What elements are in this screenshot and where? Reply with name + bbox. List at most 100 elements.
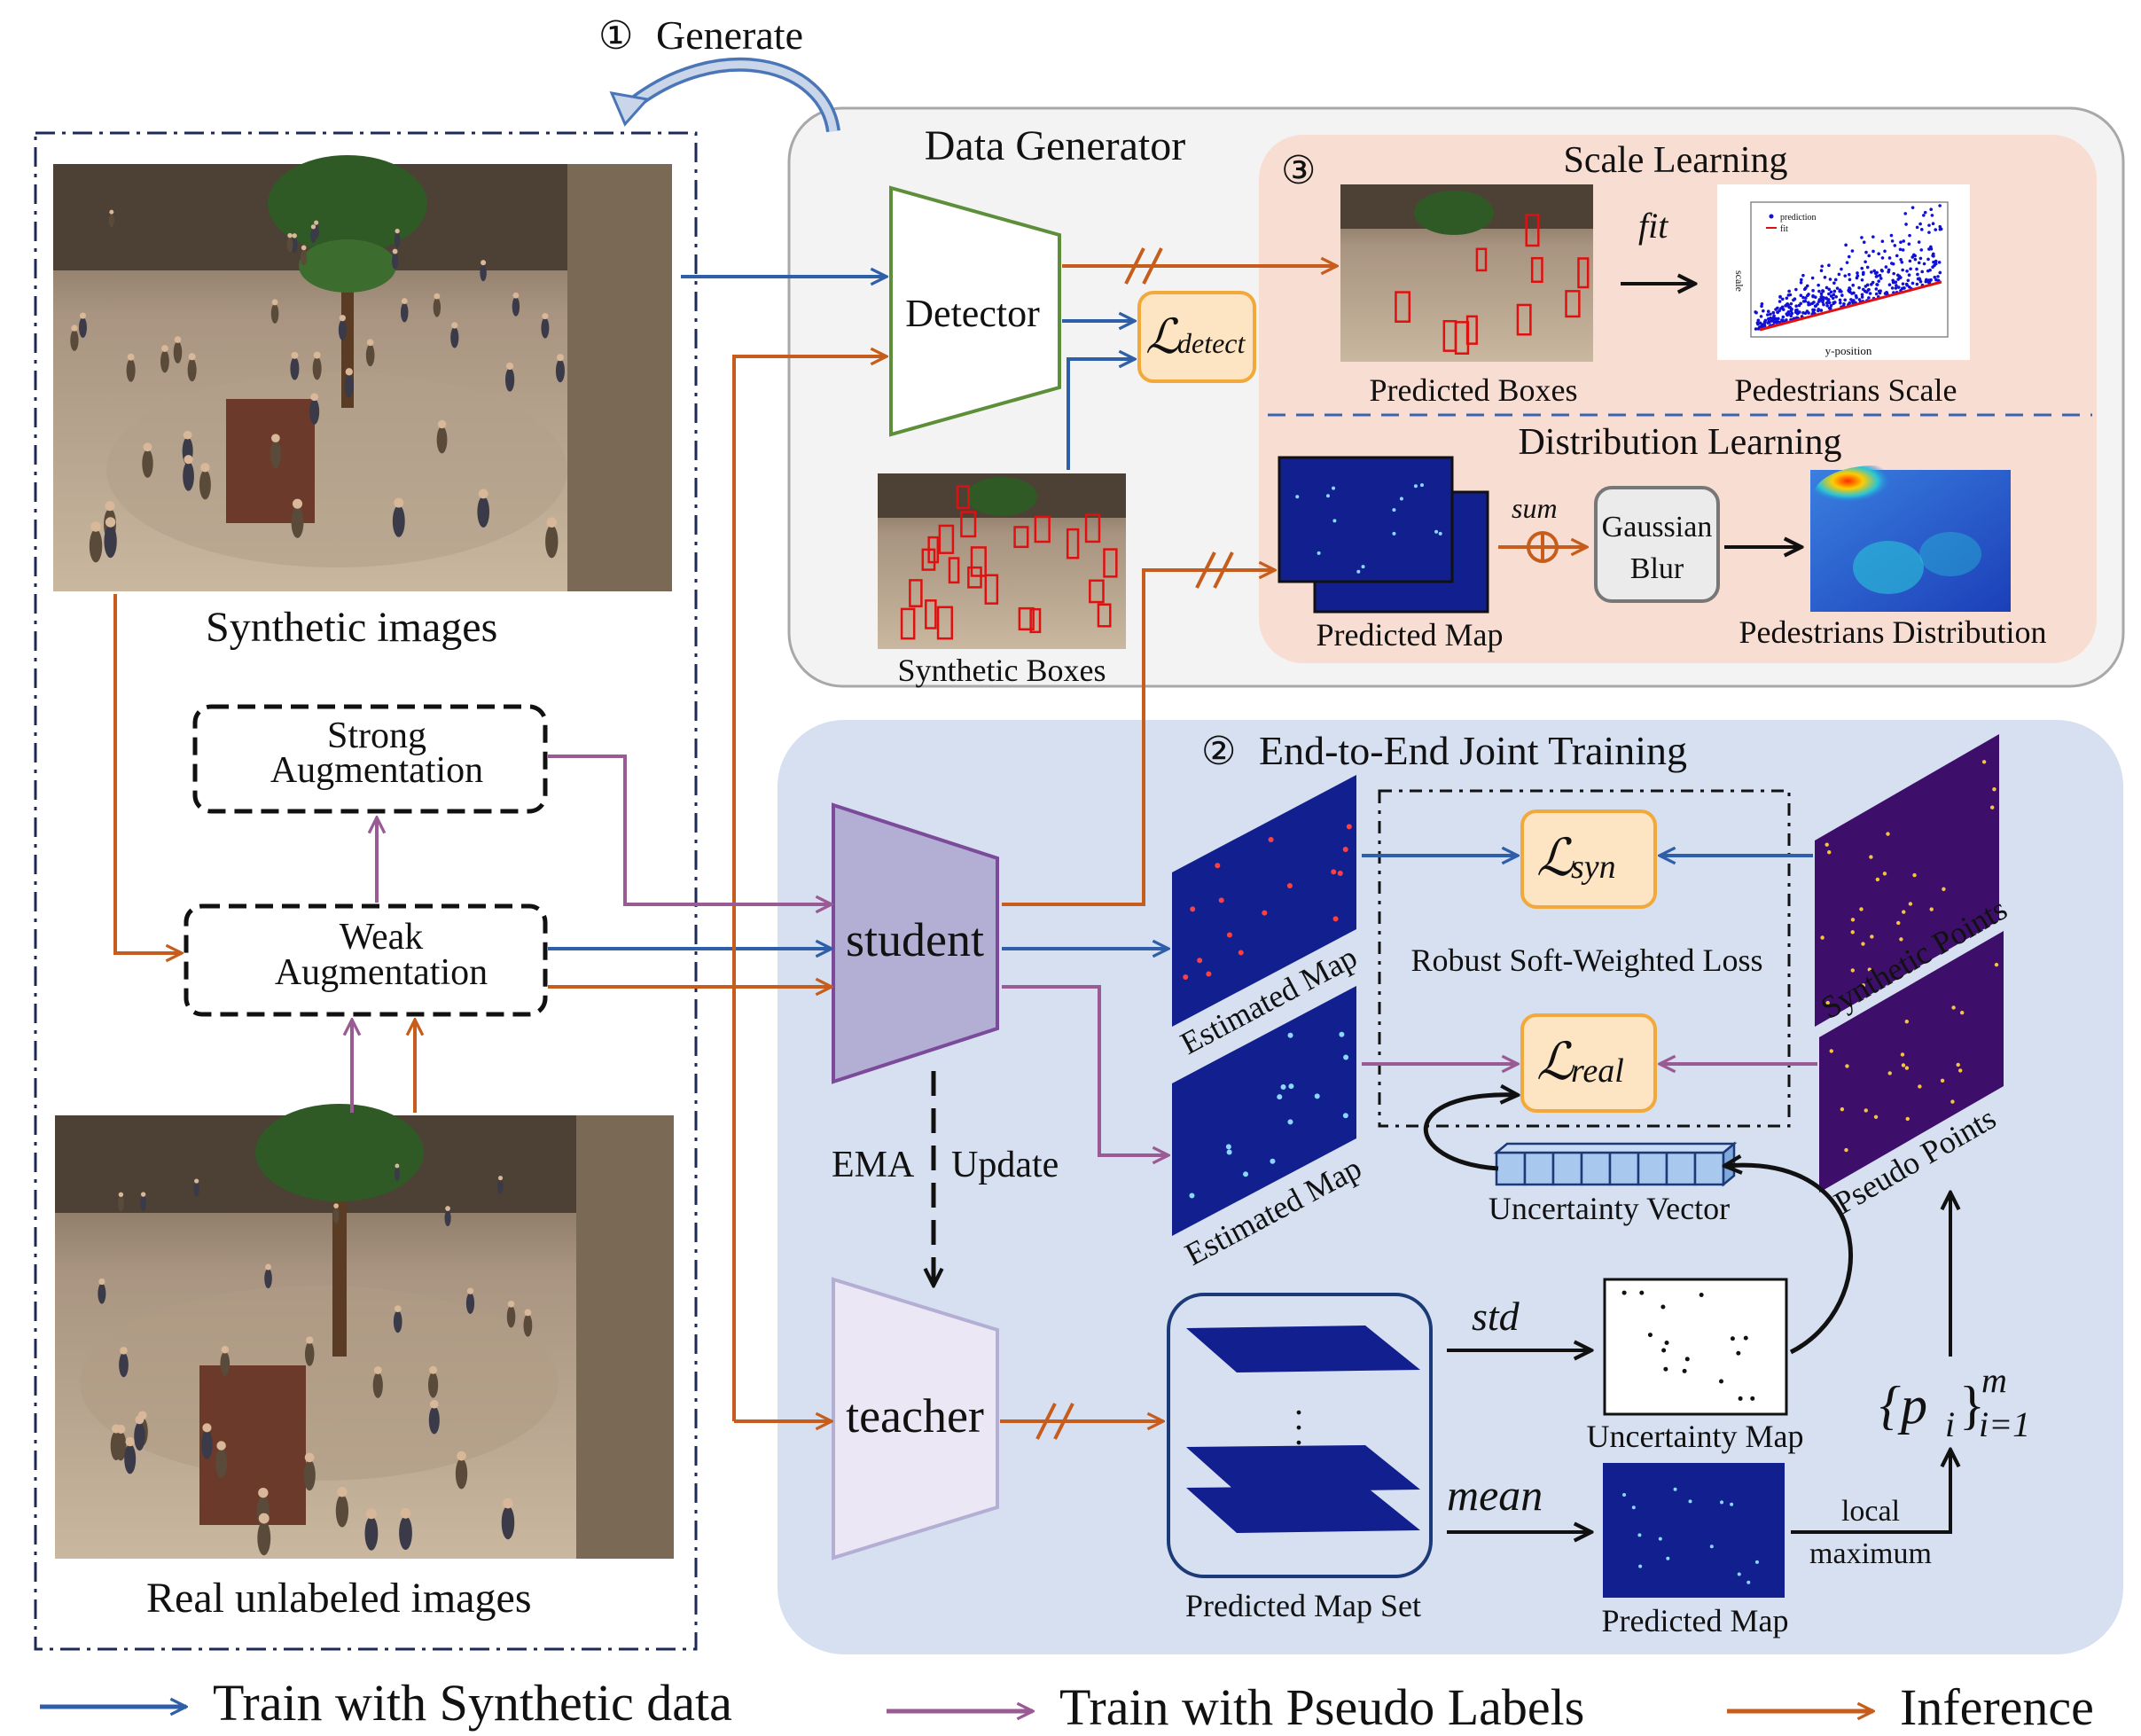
map-point [1844,1147,1848,1153]
scatter-point [1814,304,1817,308]
points-set-formula: {p i } m i=1 [1879,1360,2030,1444]
scatter-point [1877,279,1880,283]
pedestrian-figure [270,303,279,324]
scatter-point [1760,304,1763,309]
pedestrian-figure [523,1314,533,1337]
scatter-point [1819,292,1824,296]
scatter-point [1786,293,1791,297]
map-point [1684,1357,1690,1362]
scatter-point [1931,222,1935,226]
local-max-line1: local [1841,1495,1900,1528]
scatter-point [1797,303,1801,308]
map-point [1867,967,1872,972]
strong-aug-line1: Strong [327,716,426,756]
scatter-point [1814,295,1817,299]
scatter-point [1864,250,1868,254]
scatter-point [1838,301,1842,305]
map-point [1287,1032,1293,1038]
pedestrian-figure [310,228,316,244]
scatter-point [1774,317,1778,321]
pedestrian-head [287,232,293,239]
scatter-point [1822,302,1825,307]
scatter-point [1784,303,1787,308]
map-point [1820,935,1825,940]
pedestrian-figure [124,1443,137,1474]
pedestrian-figure [332,1207,340,1224]
detector-label: Detector [905,292,1040,335]
uncertainty-vector [1493,1141,1738,1187]
pedestrian-head [174,336,182,343]
detection-box [1530,256,1543,283]
scatter-point [1856,274,1860,278]
pedestrian-figure [335,1494,349,1528]
pedestrian-head [395,1163,400,1169]
pedestrian-head [345,368,353,376]
scatter-point [1801,295,1805,300]
scatter-point [1840,267,1843,271]
scatter-point [1827,263,1831,267]
scatter-point [1868,292,1872,295]
scatter-point [1897,276,1902,280]
scatter-point [1802,287,1807,292]
map-point [1887,1071,1892,1075]
map-point [1912,872,1917,878]
pedestrian-head [337,1487,348,1497]
pedestrian-head [292,498,303,509]
scatter-point [1803,296,1808,300]
map-point [1981,760,1987,764]
scatter-point [1754,310,1757,314]
plot-xlabel: y-position [1825,344,1872,357]
strong-augmentation-box [192,704,548,814]
pedestrian-head [478,489,488,499]
pedestrian-figure [455,1458,468,1490]
scatter-point [1929,207,1934,211]
scatter-point [1898,247,1903,252]
pedestrian-figure [450,326,459,348]
pedestrian-figure [183,461,194,491]
scatter-point [1930,214,1934,217]
scatter-point [1842,302,1846,306]
scatter-point [1860,295,1864,299]
std-label: std [1472,1294,1520,1339]
pedestrian-head [161,345,168,352]
scatter-point [1850,300,1855,304]
scatter-point [1890,286,1895,290]
map-point [1287,1119,1293,1125]
pedestrian-head [184,455,193,465]
scatter-point [1768,320,1771,325]
scatter-point [1907,285,1911,289]
map-point [1994,962,1999,967]
pedestrian-figure [286,236,293,253]
pedestrian-head [366,339,374,347]
pedestrian-head [120,1347,128,1355]
pedestrian-head [200,463,210,473]
pedestrian-figure [193,1182,199,1198]
pedestrian-head [451,322,458,329]
scatter-point [1829,290,1833,294]
scatter-point [1856,271,1859,275]
loss-real-symbol: ℒ [1536,1033,1574,1091]
detection-box [1034,515,1051,543]
map-set-layer-top [1186,1325,1420,1372]
student-to-estimated-map-bottom-arrow [1002,985,1168,1155]
map-point [1720,1500,1724,1505]
scatter-point [1857,285,1861,290]
scatter-point [1862,270,1865,275]
scatter-point [1789,301,1793,306]
pedestrian-head [392,248,398,254]
pedestrian-head [79,312,87,319]
scatter-point [1832,293,1836,297]
detection-box [900,607,916,640]
teacher-shape [832,1277,999,1560]
pedestrian-head [221,1345,230,1354]
pedestrian-head [445,1206,450,1211]
scatter-point [1918,277,1921,281]
scatter-point [1819,309,1824,312]
scatter-point [1873,271,1878,275]
scatter-point [1918,222,1922,226]
legend-pseudo-label: Train with Pseudo Labels [1059,1678,1584,1736]
pedestrian-head [98,1278,105,1286]
scatter-point [1934,228,1938,231]
scatter-point [1905,269,1909,273]
scatter-point [1848,287,1852,291]
